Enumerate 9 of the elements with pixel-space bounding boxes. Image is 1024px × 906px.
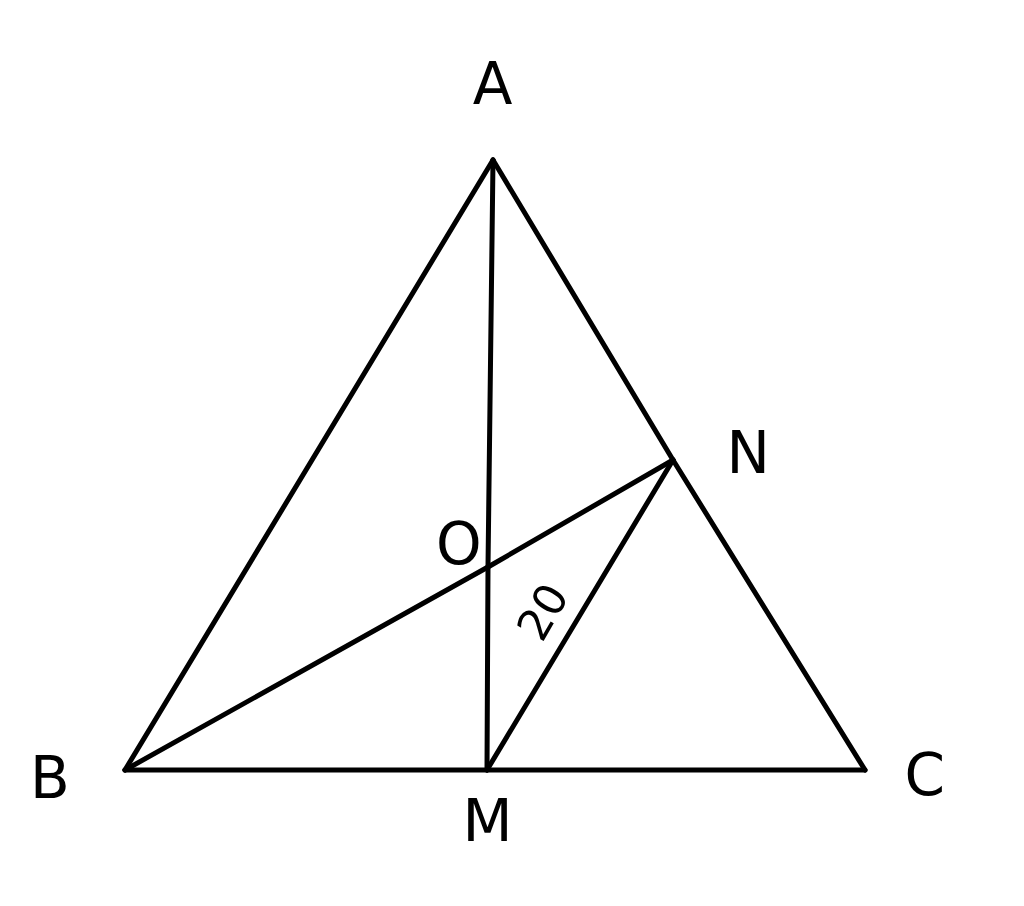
line-segment <box>122 564 491 773</box>
line-segment <box>484 457 676 773</box>
length-label: 20 <box>509 576 577 648</box>
point-label: B <box>30 740 125 815</box>
point-label: C <box>855 735 945 815</box>
point-label: M <box>450 770 525 850</box>
point-label: O <box>436 515 488 567</box>
point-label: A <box>455 55 530 160</box>
point-label: N <box>673 415 770 490</box>
